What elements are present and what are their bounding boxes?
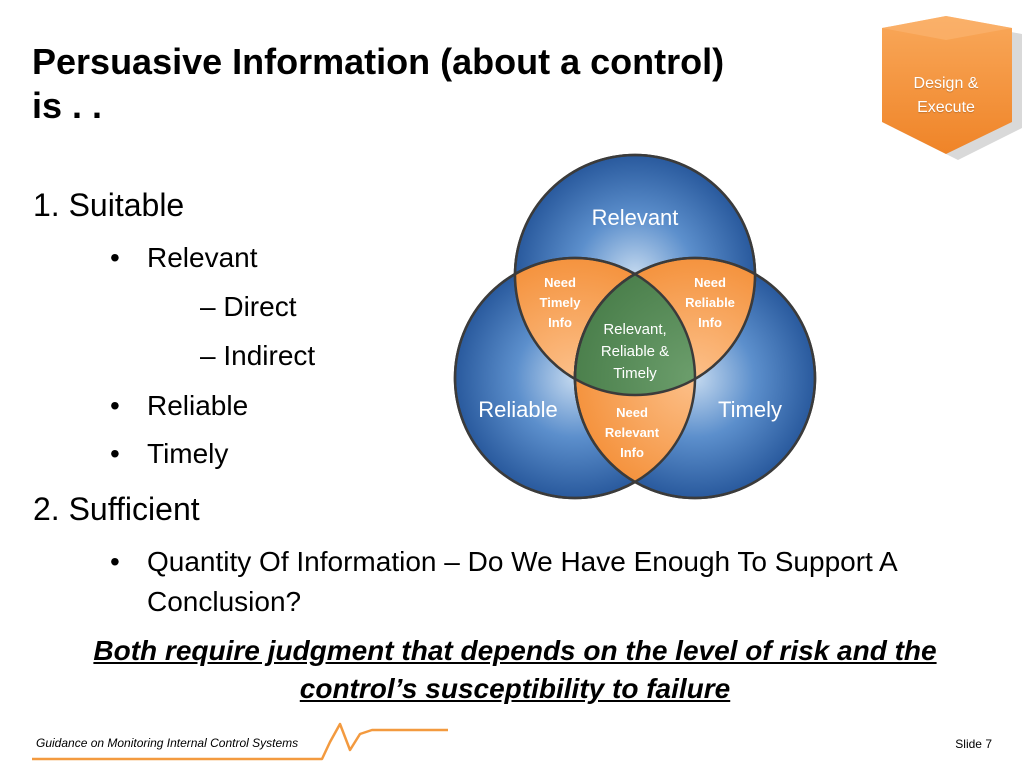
badge-label: Design & Execute	[876, 72, 1016, 120]
venn-label-timely: Timely	[718, 397, 782, 422]
sub-bullet-indirect: – Indirect	[200, 340, 316, 371]
venn-need-relevant: Need Relevant Info	[592, 403, 672, 463]
venn-outline-left	[453, 256, 697, 500]
footer-title: Guidance on Monitoring Internal Control …	[36, 736, 299, 750]
venn-center-line1: Relevant,	[603, 321, 667, 338]
badge-chevron-icon	[882, 16, 1022, 160]
footer-wave-line	[32, 722, 448, 761]
slide-title: Persuasive Information (about a control)…	[32, 41, 725, 126]
bullet-dot: •	[110, 438, 120, 469]
venn-need-reliable-line3: Info	[698, 315, 722, 330]
bullet-dot: •	[110, 242, 120, 273]
conclusion-statement: Both require judgment that depends on th…	[93, 635, 937, 704]
bullet-dot: •	[110, 390, 120, 421]
venn-center-label: Relevant, Reliable & Timely	[585, 319, 685, 385]
venn-need-relevant-line3: Info	[620, 445, 644, 460]
venn-label-reliable: Reliable	[478, 397, 558, 422]
venn-need-reliable-line2: Reliable	[685, 295, 735, 310]
venn-center-line3: Timely	[613, 365, 657, 382]
outline-item-sufficient: 2. Sufficient	[33, 491, 200, 527]
venn-graphic	[453, 153, 817, 500]
venn-need-timely-line3: Info	[548, 315, 572, 330]
badge-label-line1: Design &	[913, 75, 979, 92]
venn-need-reliable: Need Reliable Info	[670, 273, 750, 333]
sub-bullet-direct: – Direct	[200, 291, 297, 322]
bullet-quantity: • Quantity Of Information – Do We Have E…	[110, 542, 940, 622]
venn-need-timely-line2: Timely	[539, 295, 581, 310]
bullet-dot: •	[110, 546, 120, 577]
venn-need-reliable-line1: Need	[694, 275, 726, 290]
design-execute-badge: Design & Execute	[876, 14, 1024, 164]
venn-outline-right	[573, 256, 817, 500]
venn-need-timely-line1: Need	[544, 275, 576, 290]
venn-center-line2: Reliable &	[600, 343, 670, 360]
venn-need-timely: Need Timely Info	[520, 273, 600, 333]
badge-label-line2: Execute	[917, 99, 975, 116]
bullet-relevant-label: Relevant	[147, 242, 258, 273]
venn-diagram: Relevant Reliable Timely Need Timely Inf…	[450, 153, 820, 503]
venn-need-relevant-line2: Relevant	[604, 425, 660, 440]
slide-number: Slide 7	[955, 737, 992, 751]
venn-label-relevant: Relevant	[591, 205, 679, 230]
bullet-quantity-label: Quantity Of Information – Do We Have Eno…	[147, 546, 897, 617]
bullet-reliable-label: Reliable	[147, 390, 249, 421]
outline-item-suitable: 1. Suitable	[33, 187, 185, 223]
bullet-timely-label: Timely	[147, 438, 229, 469]
venn-need-relevant-line1: Need	[616, 405, 648, 420]
